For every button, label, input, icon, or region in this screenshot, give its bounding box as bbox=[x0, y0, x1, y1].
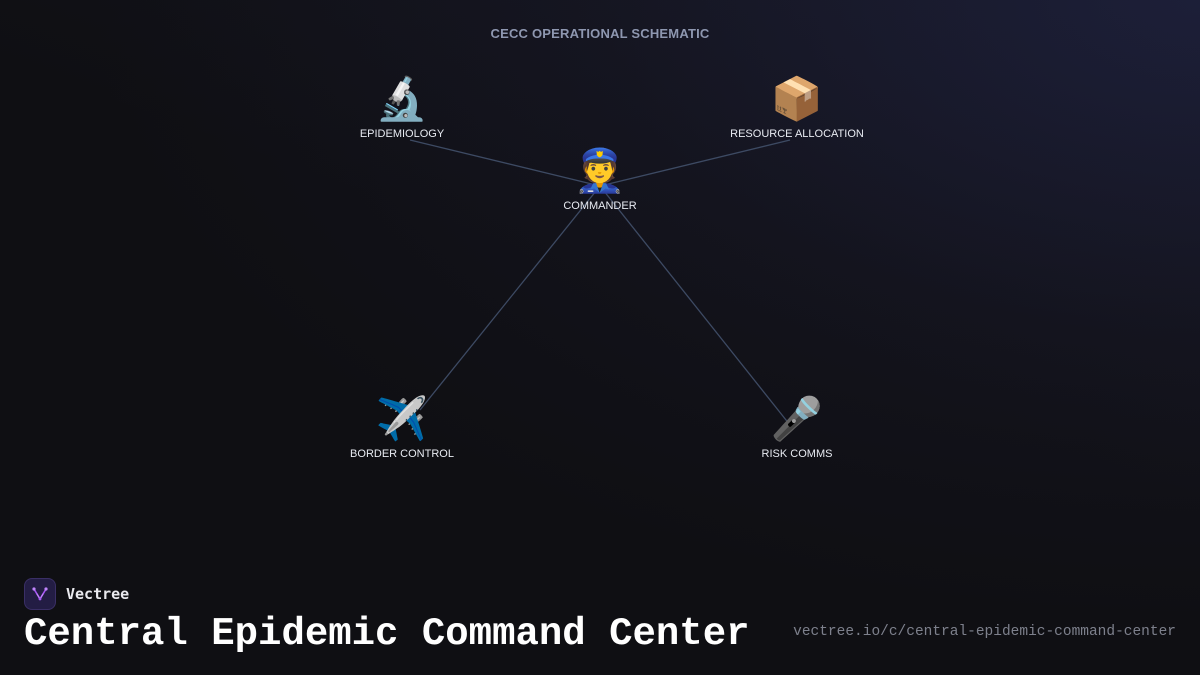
node-label: RESOURCE ALLOCATION bbox=[730, 128, 864, 140]
edge-commander-border-control bbox=[419, 185, 601, 411]
node-commander[interactable]: 👮 COMMANDER bbox=[500, 146, 700, 212]
node-label: COMMANDER bbox=[563, 200, 637, 212]
node-risk-comms[interactable]: 🎤 RISK COMMS bbox=[697, 394, 897, 460]
node-border-control[interactable]: ✈️ BORDER CONTROL bbox=[302, 394, 502, 460]
package-icon: 📦 bbox=[770, 75, 824, 122]
diagram-title: CECC OPERATIONAL SCHEMATIC bbox=[490, 26, 710, 41]
vectree-logo-icon bbox=[24, 578, 56, 610]
node-label: EPIDEMIOLOGY bbox=[359, 128, 445, 140]
node-epidemiology[interactable]: 🔬 EPIDEMIOLOGY bbox=[302, 74, 502, 140]
edge-commander-epidemiology bbox=[409, 139, 601, 187]
edge-commander-risk-comms bbox=[599, 185, 791, 426]
page-url[interactable]: vectree.io/c/central-epidemic-command-ce… bbox=[793, 624, 1176, 640]
brand-name: Vectree bbox=[66, 585, 130, 603]
node-label: RISK COMMS bbox=[761, 448, 833, 460]
brand[interactable]: Vectree bbox=[24, 577, 129, 611]
node-resource-allocation[interactable]: 📦 RESOURCE ALLOCATION bbox=[697, 74, 897, 140]
edge-commander-resource-allocation bbox=[599, 139, 791, 187]
airplane-icon: ✈️ bbox=[375, 395, 429, 442]
node-label: BORDER CONTROL bbox=[350, 448, 454, 460]
page-title: Central Epidemic Command Center bbox=[24, 612, 750, 656]
microphone-icon: 🎤 bbox=[770, 395, 824, 442]
police-officer-icon: 👮 bbox=[573, 147, 627, 194]
microscope-icon: 🔬 bbox=[375, 75, 429, 122]
